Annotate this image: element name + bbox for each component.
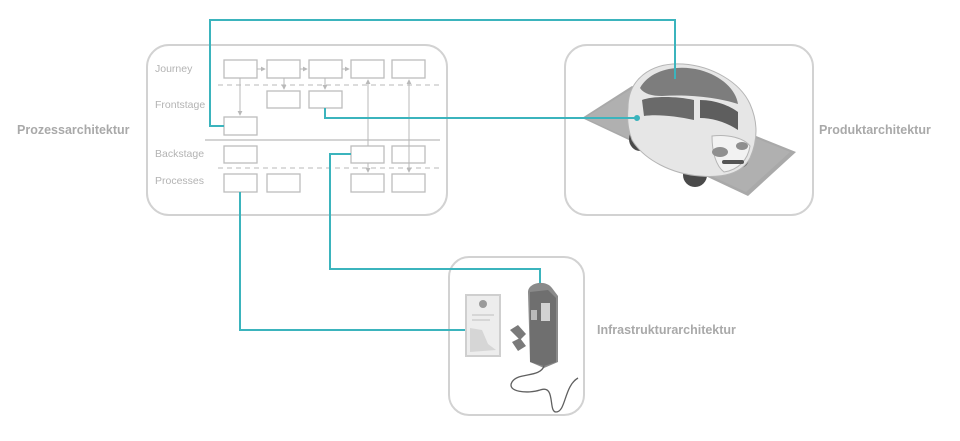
process-architecture-label: Prozessarchitektur bbox=[17, 123, 130, 137]
journey-step bbox=[223, 59, 258, 79]
lane-label-processes: Processes bbox=[155, 175, 204, 187]
journey-step bbox=[391, 59, 426, 79]
connector-endpoint bbox=[634, 115, 640, 121]
infrastructure-architecture-panel bbox=[448, 256, 585, 416]
product-architecture-panel bbox=[564, 44, 814, 216]
backstage-step bbox=[350, 145, 385, 164]
frontstage-step bbox=[223, 116, 258, 136]
lane-label-journey: Journey bbox=[155, 63, 193, 75]
connector-process-to-smartphone bbox=[239, 192, 465, 331]
lane-label-frontstage: Frontstage bbox=[155, 99, 205, 111]
process-step bbox=[223, 173, 258, 193]
flow-arrows bbox=[237, 66, 412, 173]
process-architecture-panel: Journey Frontstage Backstage Processes bbox=[146, 44, 448, 216]
connector-backstage-to-charging-station bbox=[329, 153, 541, 283]
frontstage-step bbox=[308, 90, 343, 109]
lane-label-backstage: Backstage bbox=[155, 148, 204, 160]
connectors bbox=[209, 19, 676, 331]
process-step bbox=[350, 173, 385, 193]
journey-step bbox=[308, 59, 343, 79]
connector-process-to-product-roof bbox=[209, 19, 676, 127]
journey-step bbox=[350, 59, 385, 79]
infrastructure-architecture-label: Infrastrukturarchitektur bbox=[597, 323, 736, 337]
journey-step bbox=[266, 59, 301, 79]
charging-station-icon bbox=[510, 282, 579, 413]
smartphone-icon bbox=[465, 294, 501, 357]
process-step bbox=[391, 173, 426, 193]
connector-frontstage-to-product bbox=[324, 108, 637, 119]
frontstage-step bbox=[266, 90, 301, 109]
product-architecture-label: Produktarchitektur bbox=[819, 123, 931, 137]
car-icon bbox=[582, 63, 796, 196]
process-step bbox=[266, 173, 301, 193]
backstage-step bbox=[223, 145, 258, 164]
